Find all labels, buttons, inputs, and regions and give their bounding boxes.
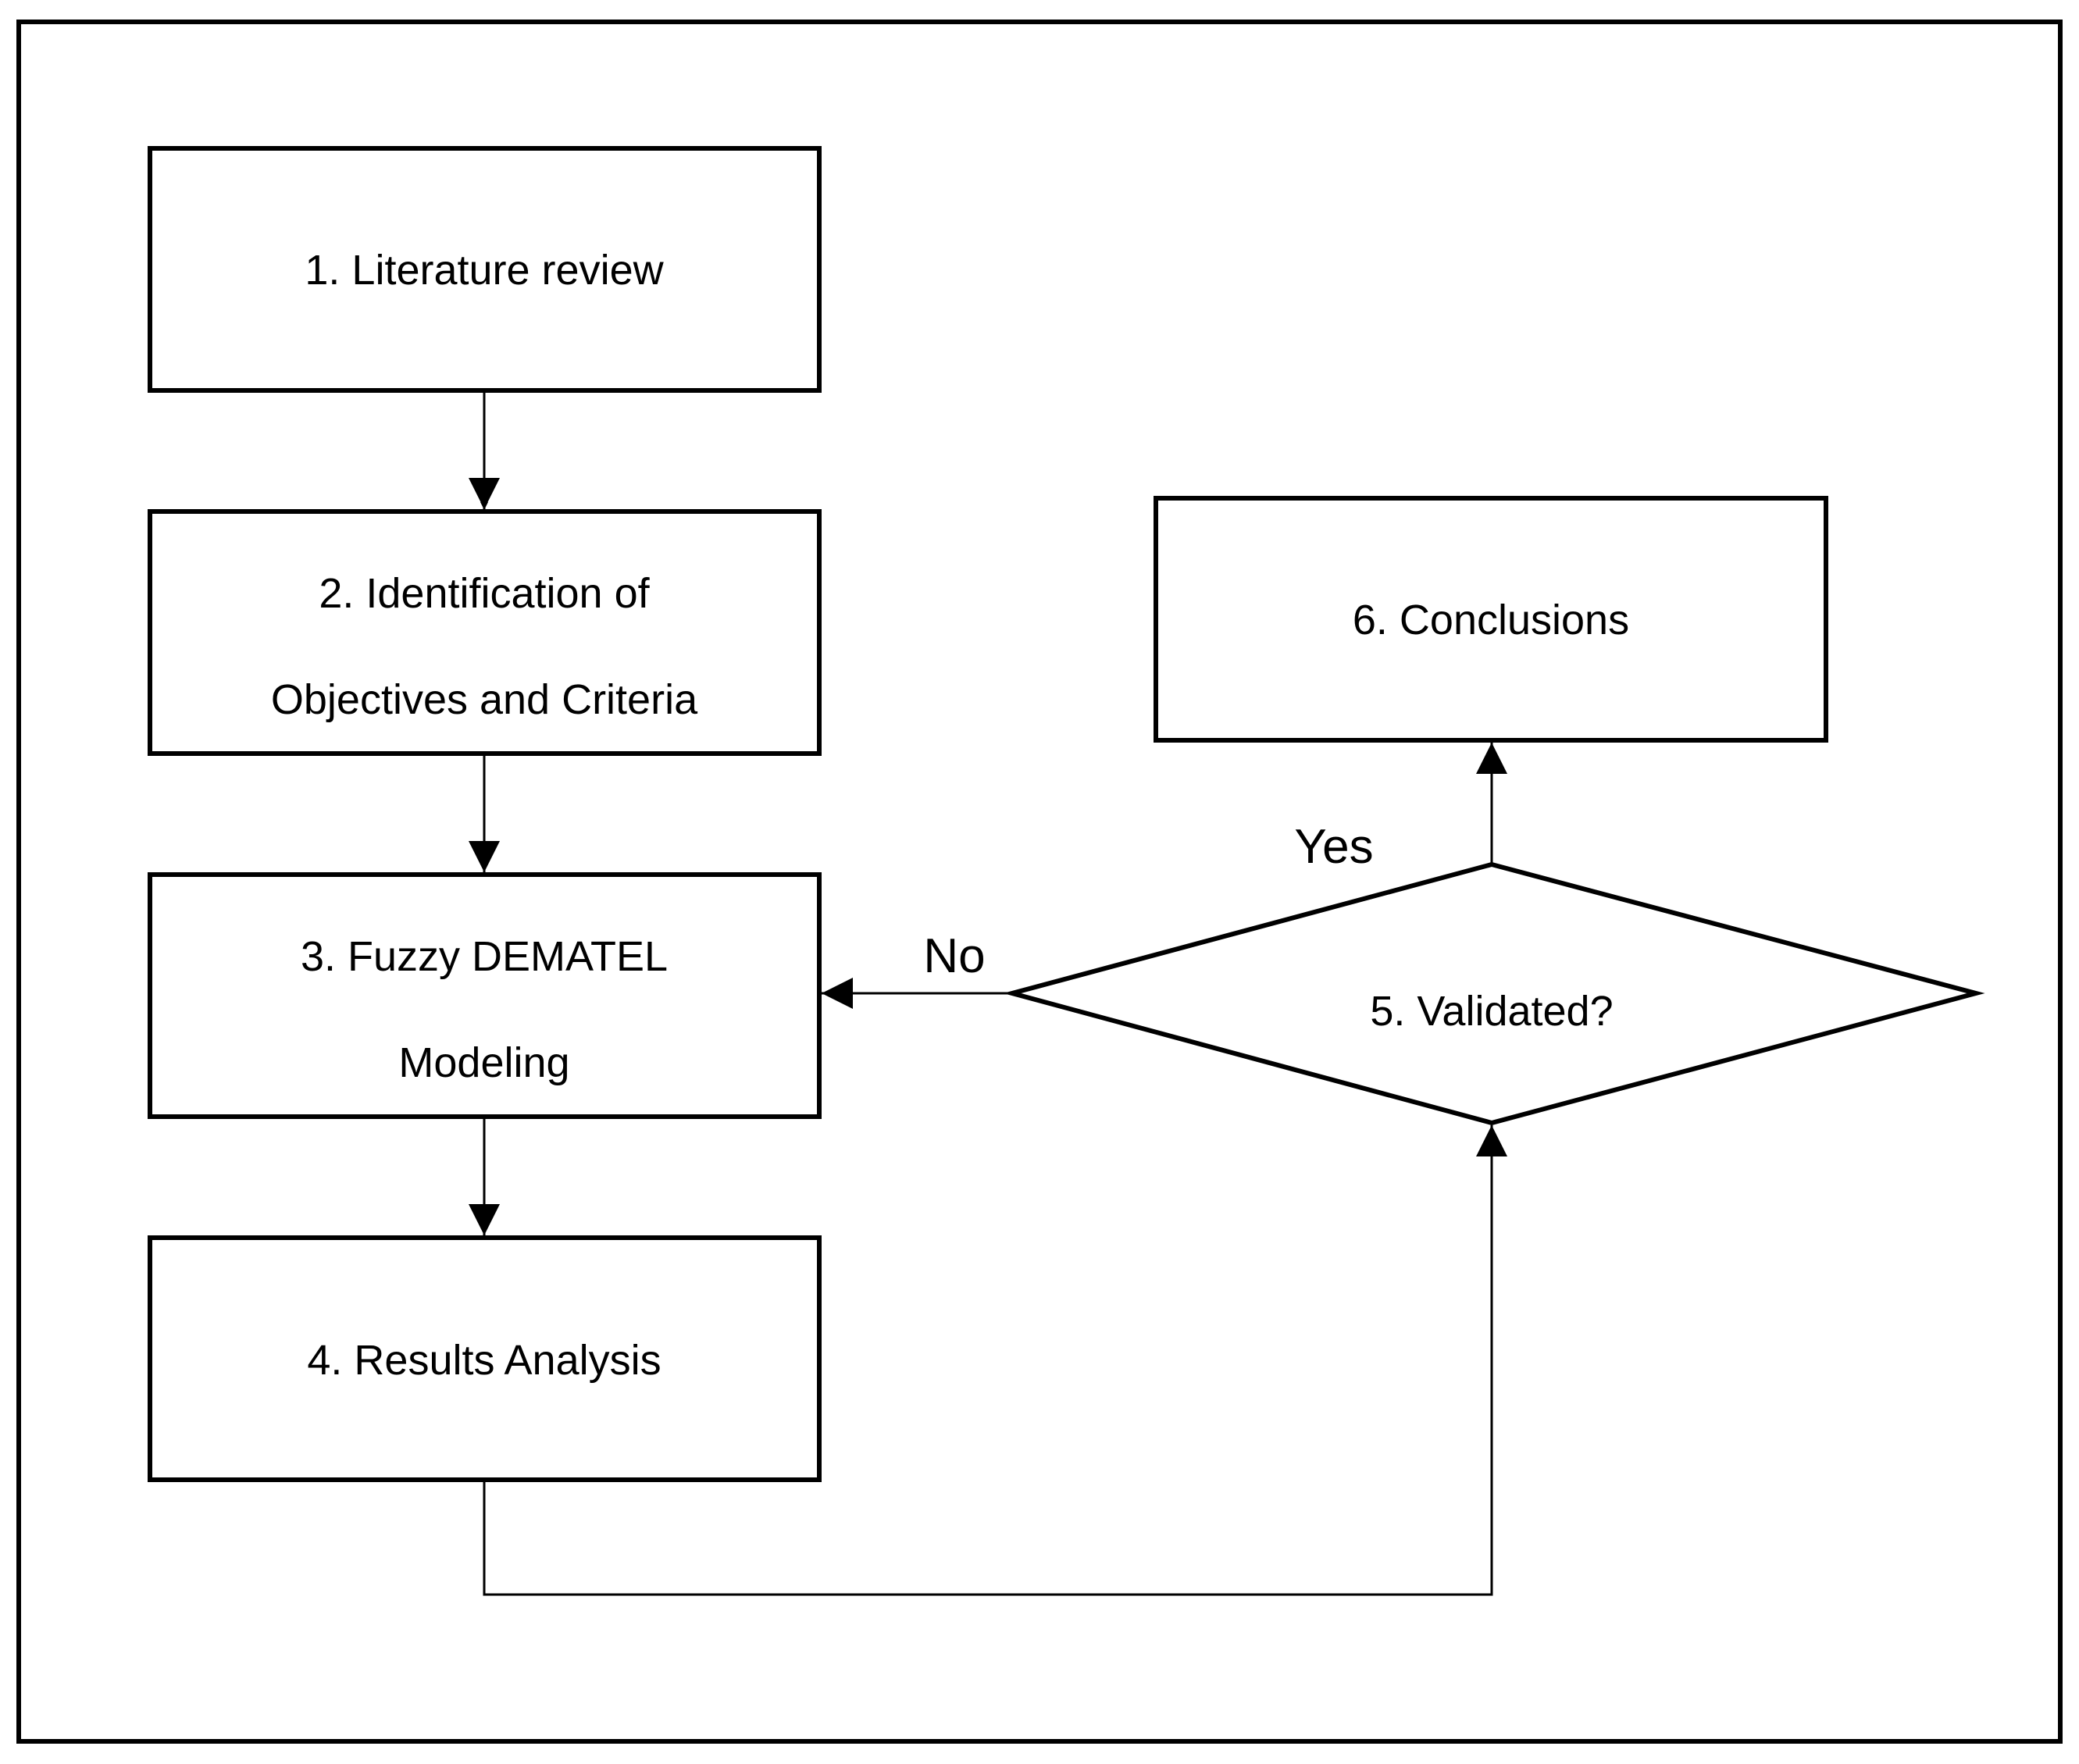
node-literature-review: 1. Literature review bbox=[148, 146, 822, 393]
outer-frame bbox=[16, 20, 2063, 1744]
node-validated-decision: 5. Validated? bbox=[1003, 861, 1985, 1126]
node-fuzzy-dematel: 3. Fuzzy DEMATEL Modeling bbox=[148, 872, 822, 1119]
arrowhead-2-to-3 bbox=[469, 841, 500, 872]
node-fuzzy-dematel-label-line1: 3. Fuzzy DEMATEL bbox=[301, 933, 668, 980]
node-identification-label-line1: 2. Identification of bbox=[319, 570, 650, 617]
node-identification: 2. Identification of Objectives and Crit… bbox=[148, 509, 822, 756]
node-fuzzy-dematel-label-line2: Modeling bbox=[398, 1039, 569, 1086]
edge-yes-label: Yes bbox=[1294, 820, 1373, 874]
node-results-analysis-label: 4. Results Analysis bbox=[307, 1337, 661, 1384]
edge-no-label: No bbox=[923, 929, 985, 983]
node-results-analysis: 4. Results Analysis bbox=[148, 1235, 822, 1482]
arrowhead-4-to-5 bbox=[1476, 1125, 1507, 1156]
node-conclusions: 6. Conclusions bbox=[1154, 496, 1828, 743]
arrowhead-3-to-4 bbox=[469, 1204, 500, 1235]
arrowhead-5-to-3 bbox=[822, 978, 853, 1009]
edge-4-to-5 bbox=[483, 1125, 1493, 1596]
node-identification-label-line2: Objectives and Criteria bbox=[271, 676, 698, 723]
arrowhead-1-to-2 bbox=[469, 478, 500, 509]
node-validated-label: 5. Validated? bbox=[1370, 988, 1613, 1035]
node-literature-review-label: 1. Literature review bbox=[305, 247, 664, 294]
node-conclusions-label: 6. Conclusions bbox=[1353, 597, 1629, 643]
arrowhead-5-to-6 bbox=[1476, 743, 1507, 774]
